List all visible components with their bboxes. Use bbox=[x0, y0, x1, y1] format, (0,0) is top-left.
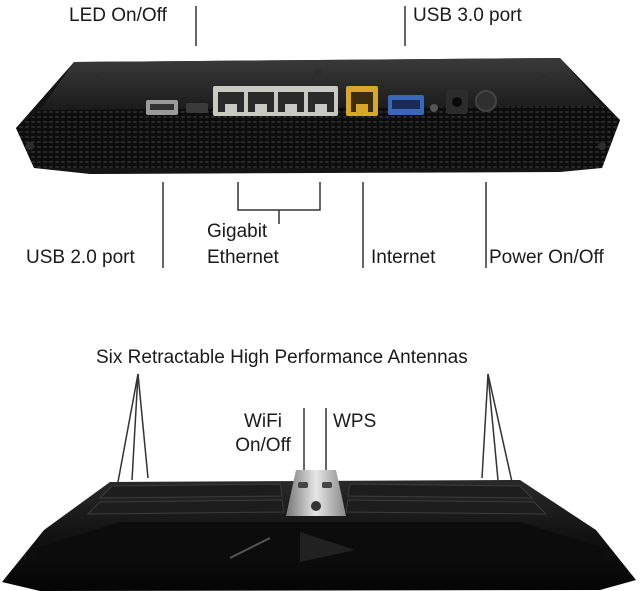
usb3-port bbox=[388, 95, 424, 115]
label-wps: WPS bbox=[333, 411, 377, 432]
label-antennas: Six Retractable High Performance Antenna… bbox=[96, 347, 468, 368]
logo-badge bbox=[311, 501, 321, 511]
screw-icon bbox=[598, 142, 606, 150]
power-button bbox=[475, 90, 497, 112]
screw-icon bbox=[314, 69, 322, 77]
reset-pinhole bbox=[430, 104, 438, 112]
wps-button bbox=[322, 482, 332, 488]
label-gigabit-line1: Gigabit bbox=[207, 221, 268, 242]
label-usb2-port: USB 2.0 port bbox=[26, 247, 135, 268]
led-button bbox=[186, 103, 208, 113]
screw-icon bbox=[26, 142, 34, 150]
usb2-port bbox=[146, 100, 178, 115]
label-gigabit-line2: Ethernet bbox=[207, 247, 279, 268]
screw-icon bbox=[539, 74, 547, 82]
router-rear-view bbox=[16, 6, 620, 268]
antenna-leaders-right bbox=[481, 373, 513, 483]
center-spine bbox=[286, 470, 346, 516]
label-led-on-off: LED On/Off bbox=[69, 5, 167, 26]
label-usb3-port: USB 3.0 port bbox=[413, 5, 522, 26]
label-power-on-off: Power On/Off bbox=[489, 247, 604, 268]
ethernet-ports bbox=[213, 86, 338, 116]
wifi-button bbox=[298, 482, 308, 488]
screw-icon bbox=[94, 74, 102, 82]
label-internet: Internet bbox=[371, 247, 436, 268]
antenna-leaders-left bbox=[117, 373, 149, 483]
antenna-fins bbox=[86, 483, 548, 515]
label-wifi-line1: WiFi bbox=[244, 411, 282, 432]
label-wifi-line2: On/Off bbox=[235, 435, 291, 456]
router-front-view bbox=[2, 373, 636, 591]
internet-port bbox=[346, 86, 378, 116]
power-jack bbox=[446, 90, 468, 114]
leader-bracket-ethernet bbox=[237, 182, 321, 224]
